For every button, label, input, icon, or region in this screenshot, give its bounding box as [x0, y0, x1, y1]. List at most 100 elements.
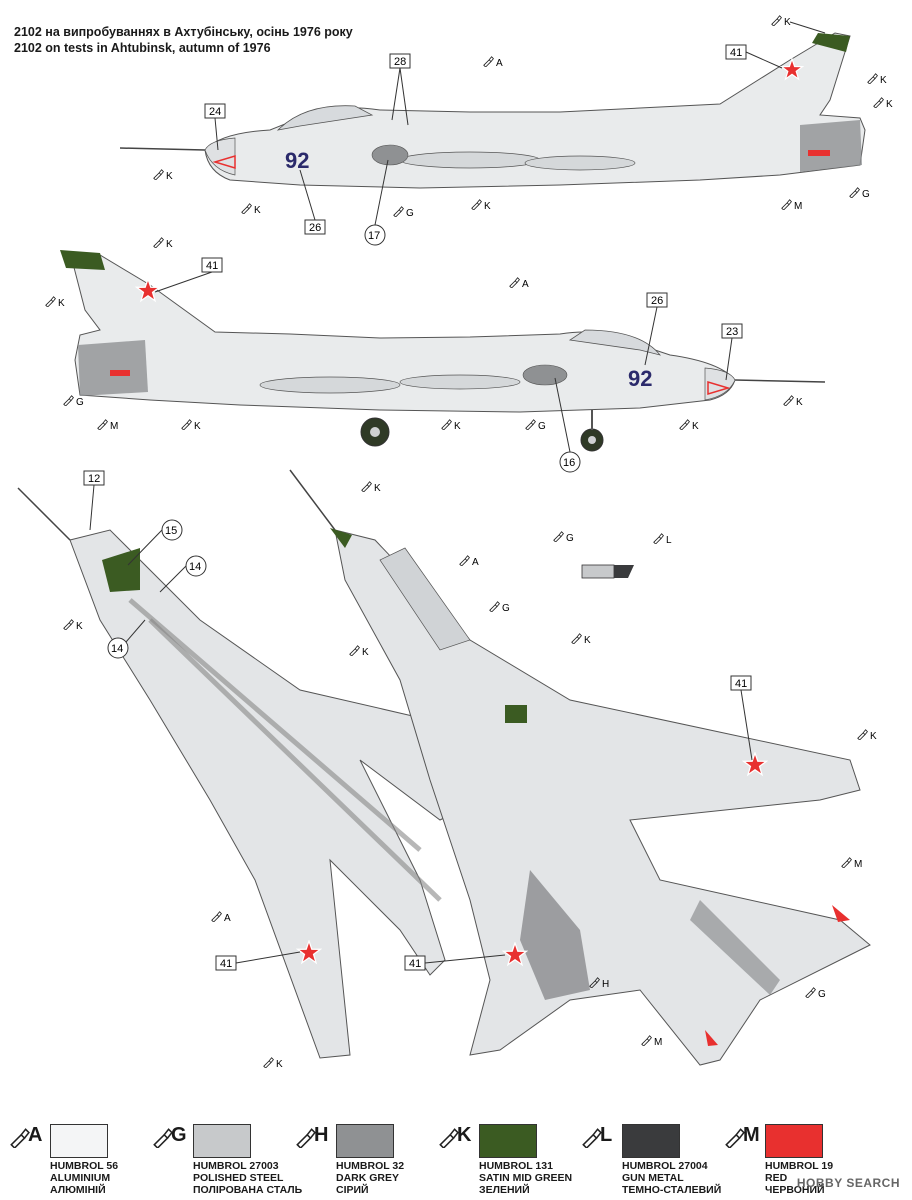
svg-text:K: K: [484, 201, 491, 212]
brush-icon: [294, 1126, 316, 1148]
svg-text:12: 12: [88, 473, 100, 485]
callout-17: 17: [364, 159, 389, 246]
code-label-a: A: [459, 555, 479, 568]
legend-humbrol: HUMBROL 56: [50, 1160, 119, 1172]
legend-color-chip: [336, 1124, 394, 1158]
code-label-k: K: [153, 237, 173, 250]
svg-text:K: K: [784, 17, 791, 28]
svg-text:K: K: [584, 635, 591, 646]
callout-28: 28: [389, 53, 411, 126]
svg-text:K: K: [886, 99, 893, 110]
legend-swatch-k: K HUMBROL 131 SATIN MID GREEN ЗЕЛЕНИЙ: [429, 1118, 599, 1200]
svg-text:A: A: [522, 279, 529, 290]
code-label-a: A: [211, 911, 231, 924]
code-label-g: G: [489, 601, 510, 614]
legend-color-chip: [50, 1124, 108, 1158]
legend-color-chip: [622, 1124, 680, 1158]
legend-name-ua: АЛЮМІНІЙ: [50, 1184, 106, 1196]
title-english: 2102 on tests in Ahtubinsk, autumn of 19…: [14, 41, 271, 55]
code-label-k: K: [153, 169, 173, 182]
paint-legend: A HUMBROL 56 ALUMINIUM АЛЮМІНІЙ G HUMBRO…: [0, 1118, 912, 1200]
legend-swatch-m: M HUMBROL 19 RED ЧЕРВОНИЙ: [715, 1118, 885, 1200]
code-label-k: K: [873, 97, 893, 110]
legend-name-ua: ТЕМНО-СТАЛЕВИЙ: [622, 1184, 722, 1196]
legend-color-chip: [479, 1124, 537, 1158]
svg-text:26: 26: [309, 222, 321, 234]
legend-name-ua: ПОЛІРОВАНА СТАЛЬ: [193, 1184, 303, 1196]
legend-humbrol: HUMBROL 19: [765, 1160, 834, 1172]
callout-41-b: 41: [154, 257, 223, 293]
code-label-h: H: [589, 977, 609, 990]
svg-text:41: 41: [730, 47, 742, 59]
code-label-k: K: [63, 619, 83, 632]
svg-text:K: K: [58, 298, 65, 309]
svg-text:28: 28: [394, 56, 406, 68]
legend-name-en: RED: [765, 1172, 788, 1184]
code-label-k: K: [783, 395, 803, 408]
svg-text:L: L: [666, 535, 672, 546]
svg-text:G: G: [566, 533, 574, 544]
svg-text:A: A: [224, 913, 231, 924]
legend-color-chip: [193, 1124, 251, 1158]
svg-text:41: 41: [735, 678, 747, 690]
svg-text:M: M: [110, 421, 118, 432]
callout-16: 16: [554, 377, 581, 473]
code-label-k: K: [857, 729, 877, 742]
svg-text:M: M: [654, 1037, 662, 1048]
svg-text:K: K: [374, 483, 381, 494]
callout-24: 24: [204, 103, 226, 151]
drawing-title: 2102 на випробуваннях в Ахтубінську, осі…: [14, 24, 353, 56]
code-label-k: K: [471, 199, 491, 212]
legend-swatch-g: G HUMBROL 27003 POLISHED STEEL ПОЛІРОВАН…: [143, 1118, 313, 1200]
callout-41-d: 41: [215, 951, 301, 971]
svg-text:K: K: [166, 239, 173, 250]
svg-text:K: K: [870, 731, 877, 742]
svg-text:14: 14: [111, 643, 123, 655]
svg-text:A: A: [496, 58, 503, 69]
callout-26-b: 26: [644, 292, 668, 366]
legend-code: M: [743, 1124, 760, 1146]
code-label-k: K: [679, 419, 699, 432]
svg-text:K: K: [76, 621, 83, 632]
callout-23: 23: [721, 323, 743, 381]
svg-text:14: 14: [189, 561, 201, 573]
svg-text:H: H: [602, 979, 609, 990]
svg-text:26: 26: [651, 295, 663, 307]
code-label-k: K: [45, 296, 65, 309]
legend-color-chip: [765, 1124, 823, 1158]
svg-text:G: G: [76, 397, 84, 408]
legend-code: A: [28, 1124, 43, 1146]
callout-12: 12: [83, 470, 105, 531]
code-label-k: K: [349, 645, 369, 658]
legend-swatch-a: A HUMBROL 56 ALUMINIUM АЛЮМІНІЙ: [0, 1118, 170, 1200]
svg-text:41: 41: [409, 958, 421, 970]
legend-humbrol: HUMBROL 27004: [622, 1160, 708, 1172]
code-label-a: A: [509, 277, 529, 290]
code-label-g: G: [393, 206, 414, 219]
code-label-g: G: [525, 419, 546, 432]
svg-text:M: M: [794, 201, 802, 212]
svg-text:24: 24: [209, 106, 221, 118]
svg-text:K: K: [796, 397, 803, 408]
side-view-right: 92: [60, 250, 826, 452]
legend-code: G: [171, 1124, 187, 1146]
svg-text:41: 41: [206, 260, 218, 272]
code-label-a: A: [483, 56, 503, 69]
aircraft-drawings: 92 92: [17, 15, 893, 1070]
top-view: [289, 469, 871, 1066]
svg-text:23: 23: [726, 326, 738, 338]
callout-41-e: 41: [404, 954, 506, 971]
svg-text:G: G: [502, 603, 510, 614]
svg-text:17: 17: [368, 230, 380, 242]
svg-text:G: G: [818, 989, 826, 1000]
code-label-g: G: [63, 395, 84, 408]
brush-icon: [723, 1126, 745, 1148]
code-label-g: G: [553, 531, 574, 544]
svg-text:K: K: [362, 647, 369, 658]
underside-view: [17, 487, 471, 1059]
code-label-m: M: [781, 199, 802, 212]
svg-text:K: K: [880, 75, 887, 86]
svg-text:K: K: [166, 171, 173, 182]
code-label-g: G: [805, 987, 826, 1000]
svg-text:K: K: [454, 421, 461, 432]
